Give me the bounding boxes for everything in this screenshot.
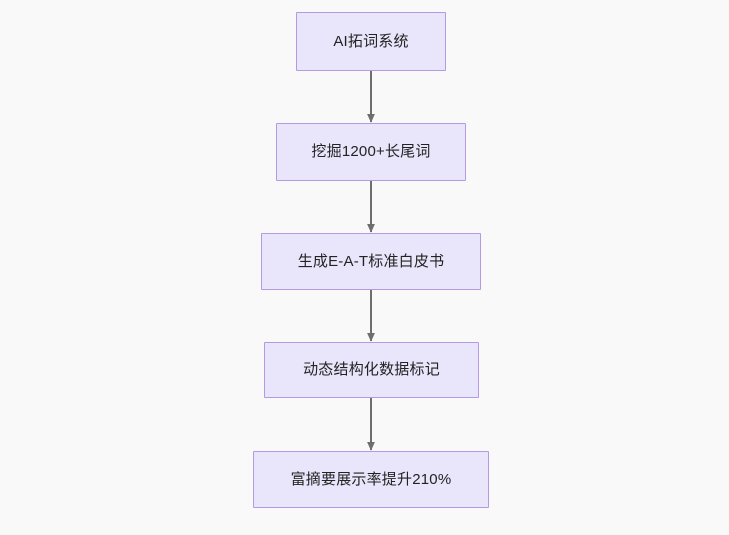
flowchart-node-dynamic-structured-data-markup[interactable]: 动态结构化数据标记	[264, 342, 479, 398]
node-label: 动态结构化数据标记	[303, 361, 440, 378]
node-label: 生成E-A-T标准白皮书	[297, 252, 445, 270]
flowchart-node-rich-snippet-impression-lift[interactable]: 富摘要展示率提升210%	[253, 451, 489, 508]
flowchart-node-generate-eat-whitepaper[interactable]: 生成E-A-T标准白皮书	[261, 233, 481, 290]
flowchart-node-mine-longtail-keywords[interactable]: 挖掘1200+长尾词	[276, 123, 466, 181]
node-label: 挖掘1200+长尾词	[311, 143, 431, 160]
flowchart-node-ai-keyword-system[interactable]: AI拓词系统	[296, 12, 446, 71]
node-label: AI拓词系统	[333, 32, 409, 50]
node-label: 富摘要展示率提升210%	[290, 470, 452, 488]
